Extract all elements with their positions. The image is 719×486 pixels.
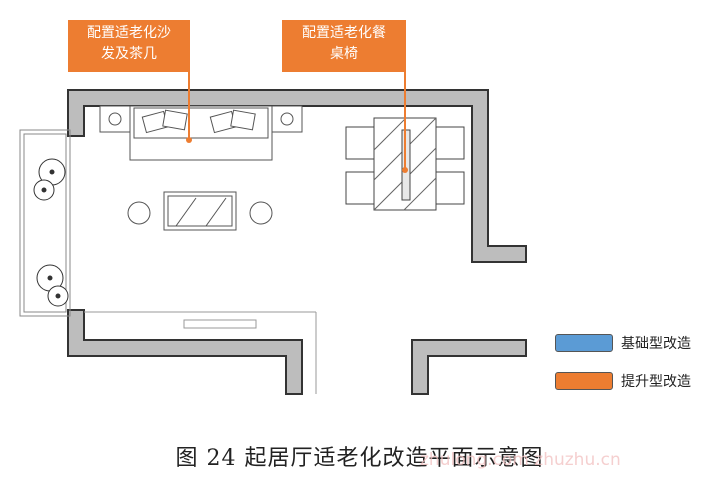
balcony: [19, 129, 71, 317]
dining-callout: 配置适老化餐 桌椅: [282, 20, 406, 72]
legend-label-basic: 基础型改造: [621, 336, 691, 352]
legend-swatch-upgrade: [555, 372, 613, 390]
legend-item-upgrade: 提升型改造: [555, 370, 691, 392]
watermark: zhulong.com zhuzhu.cn: [420, 450, 621, 470]
dining-marker: [402, 167, 408, 173]
legend-label-upgrade: 提升型改造: [621, 374, 691, 390]
leader-lines: [188, 72, 406, 170]
coffee-table: [127, 191, 273, 231]
lower-right-wall: [411, 339, 527, 395]
dining-callout-line2: 桌椅: [330, 46, 358, 62]
walls: [67, 89, 527, 395]
figure-caption: 图 24 起居厅适老化改造平面示意图: [175, 446, 544, 471]
lower-room-lines: [84, 311, 317, 394]
legend-item-basic: 基础型改造: [555, 332, 691, 354]
plants: [33, 158, 69, 307]
legend-swatch-basic: [555, 334, 613, 352]
sofa-callout-line2: 发及茶几: [101, 46, 157, 62]
sofa-callout: 配置适老化沙 发及茶几: [68, 20, 190, 72]
dining-callout-line1: 配置适老化餐: [302, 25, 386, 41]
main-wall: [67, 89, 527, 263]
sofa-marker: [186, 137, 192, 143]
sofa: [99, 105, 303, 161]
lower-left-wall: [67, 309, 303, 395]
sofa-callout-line1: 配置适老化沙: [87, 25, 171, 41]
